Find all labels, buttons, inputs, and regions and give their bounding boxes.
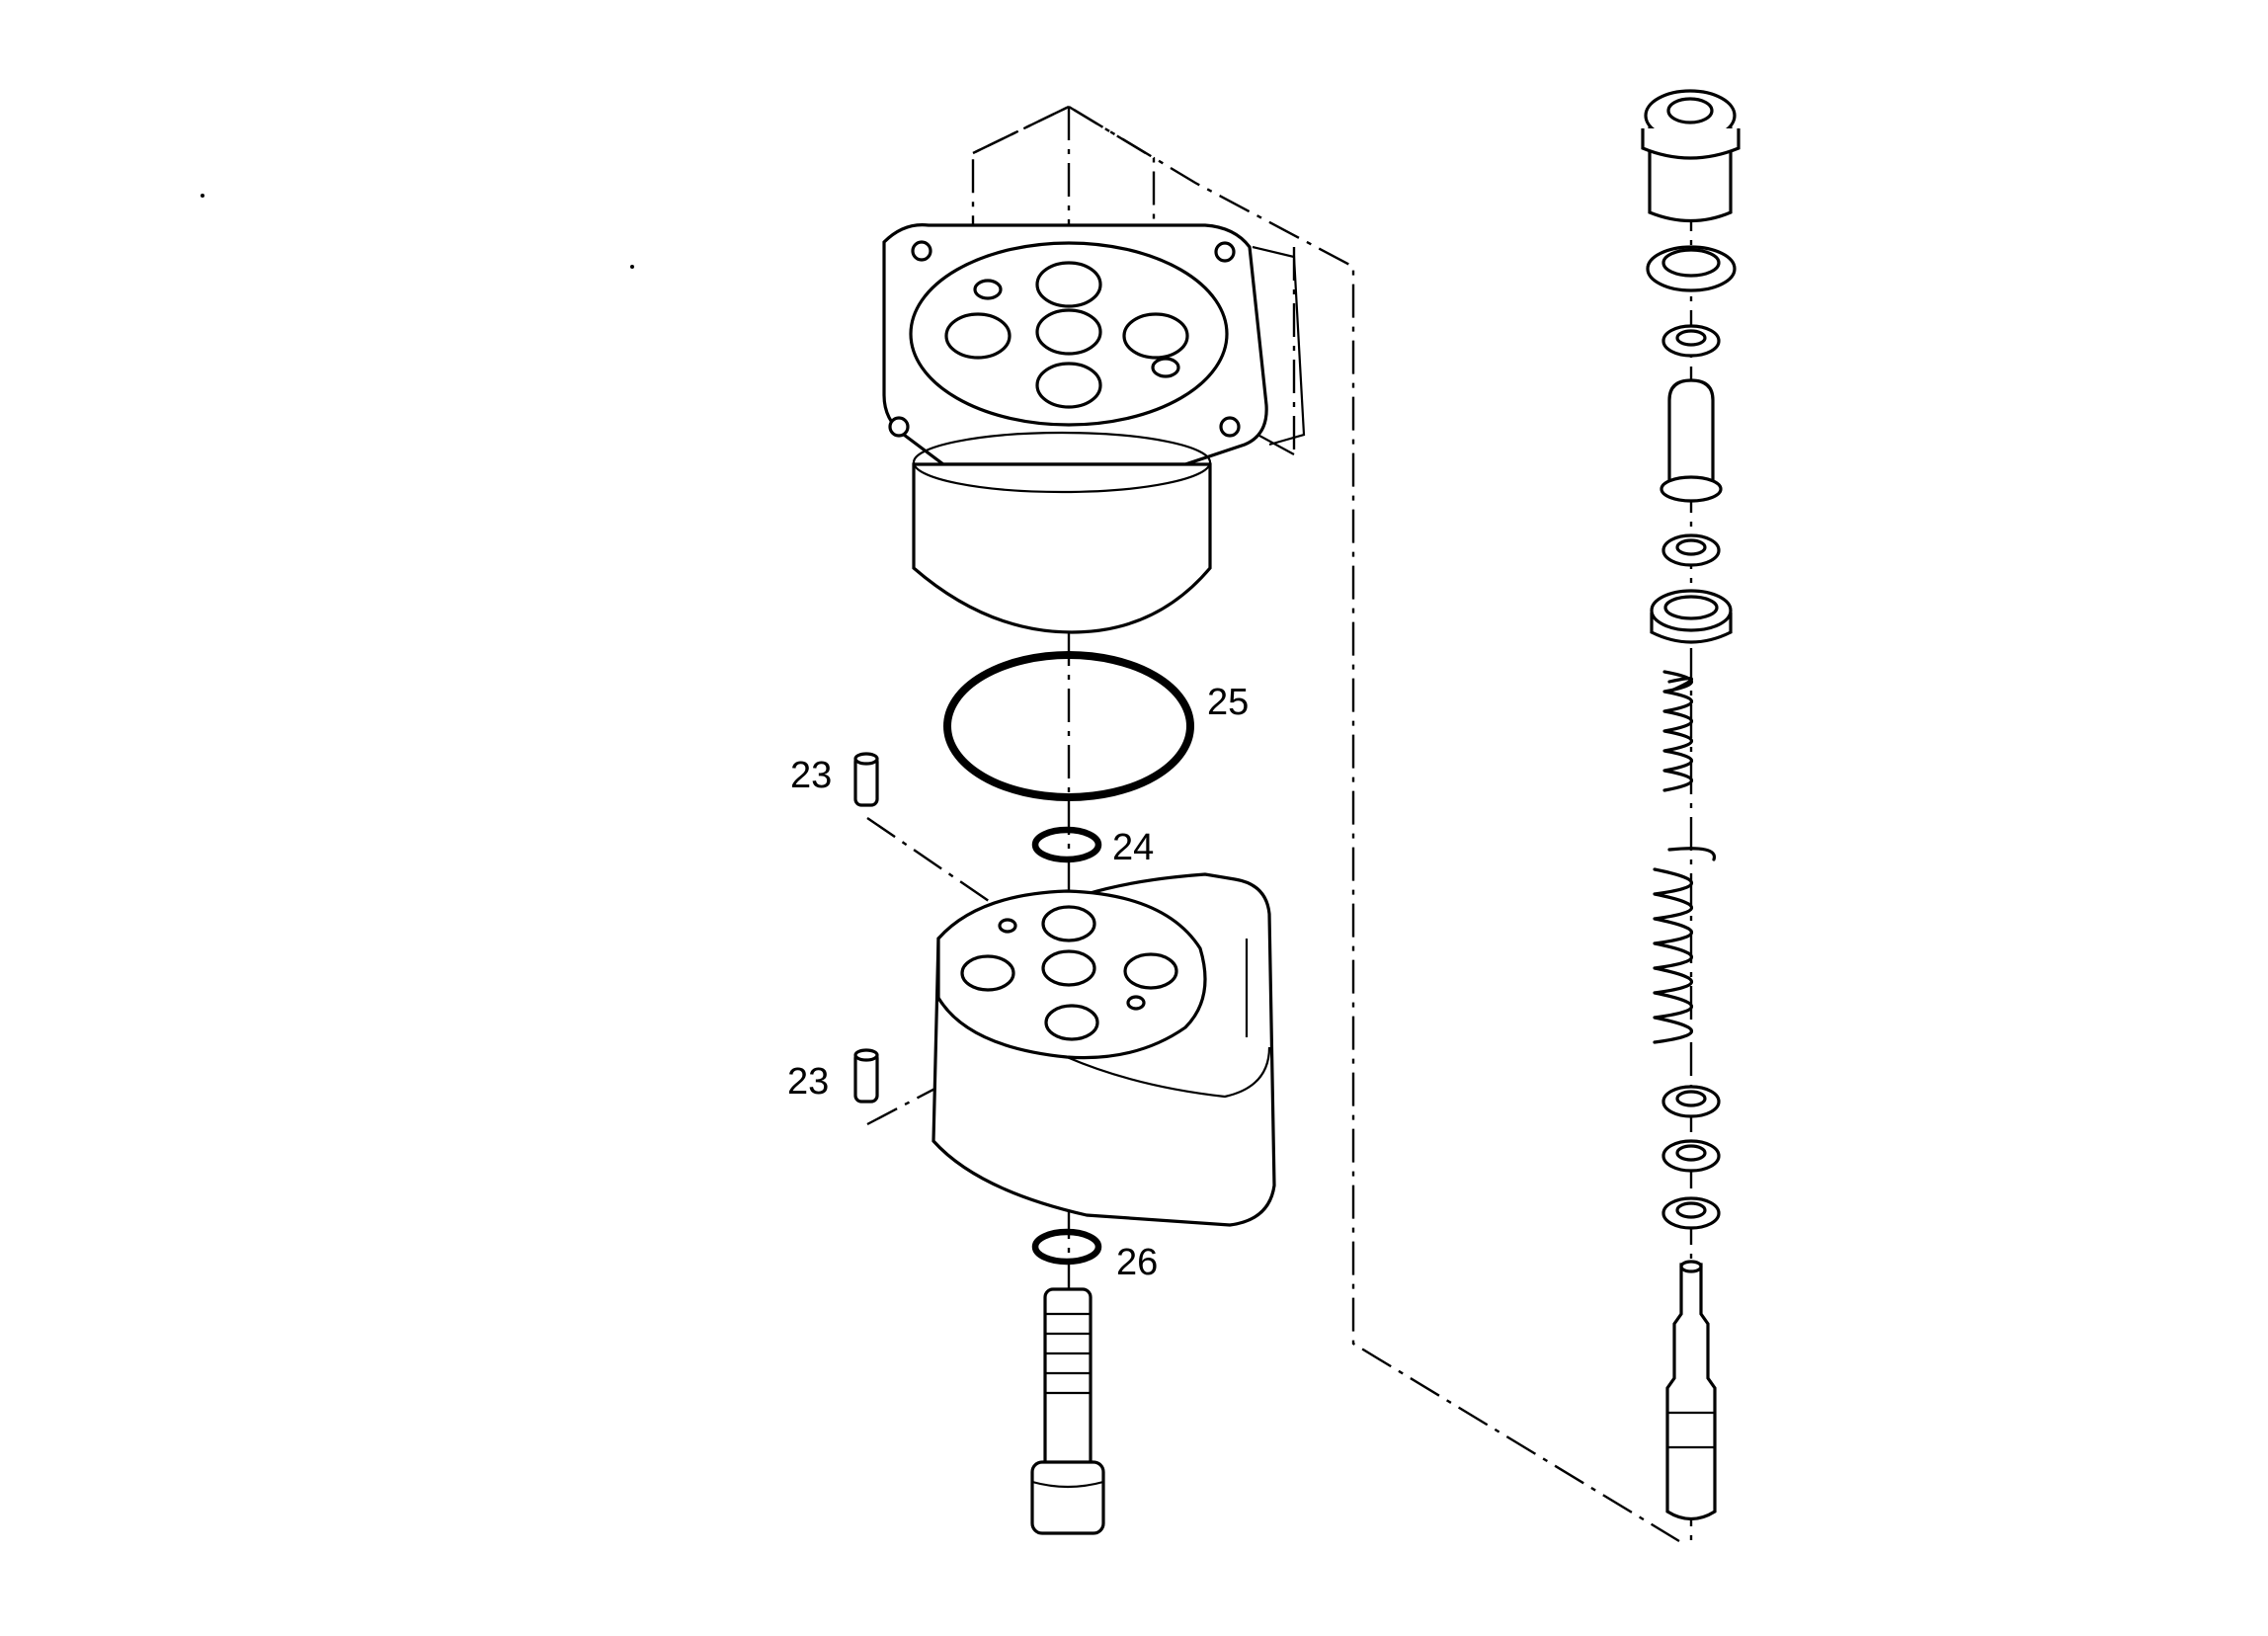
label-23-lower: 23 xyxy=(787,1061,829,1103)
cover-small-hole-left xyxy=(973,279,1003,300)
spool-stack xyxy=(1641,89,1741,1521)
cover-port-bottom xyxy=(1035,362,1102,409)
flange-bolt-hole-tl xyxy=(911,240,932,262)
lower-valve-body xyxy=(932,872,1276,1227)
label-26: 26 xyxy=(1116,1242,1158,1283)
flange-bolt-hole-br xyxy=(1219,416,1241,438)
body-port-top xyxy=(1041,905,1096,942)
body-port-center xyxy=(1041,949,1096,987)
cover-port-left xyxy=(944,312,1012,360)
cover-port-center xyxy=(1035,308,1102,356)
o-ring-26 xyxy=(1031,1228,1102,1266)
cover-small-hole-right xyxy=(1151,357,1180,378)
body-port-right xyxy=(1123,952,1178,990)
socket-head-screw xyxy=(1030,1287,1105,1535)
cover-cylinder-rim xyxy=(912,431,1212,494)
scan-speck xyxy=(201,194,204,198)
dowel-pin-23-lower xyxy=(853,1048,879,1104)
spool-rod xyxy=(1665,1263,1717,1521)
valve-body-shoulder xyxy=(1066,1046,1271,1099)
label-23-upper: 23 xyxy=(790,755,832,796)
flange-bolt-hole-tr xyxy=(1214,241,1236,263)
o-ring-25 xyxy=(943,651,1194,801)
spool-spring-small xyxy=(1662,670,1694,792)
flange-bolt-hole-bl xyxy=(888,416,910,438)
spool-spring-large xyxy=(1653,867,1693,1044)
dowel-pin-23-upper xyxy=(853,752,879,807)
upper-cover-housing xyxy=(882,223,1306,634)
o-ring-24 xyxy=(1031,826,1102,863)
pin-guide-upper xyxy=(866,817,1009,915)
body-pin-hole-upper xyxy=(998,918,1017,934)
scan-speck xyxy=(630,265,634,269)
apex-right-guide xyxy=(1068,105,1156,341)
body-pin-hole-lower xyxy=(1126,995,1146,1011)
label-24: 24 xyxy=(1112,827,1154,868)
spool-plunger xyxy=(1667,378,1715,486)
body-port-bottom xyxy=(1044,1004,1099,1041)
cover-side-ridge xyxy=(1252,245,1306,447)
body-port-left xyxy=(960,954,1015,992)
label-25: 25 xyxy=(1207,682,1249,723)
cover-port-right xyxy=(1122,312,1189,360)
cover-port-top xyxy=(1035,261,1102,308)
cover-cylinder xyxy=(912,462,1212,634)
screw-thread xyxy=(1045,1312,1091,1395)
